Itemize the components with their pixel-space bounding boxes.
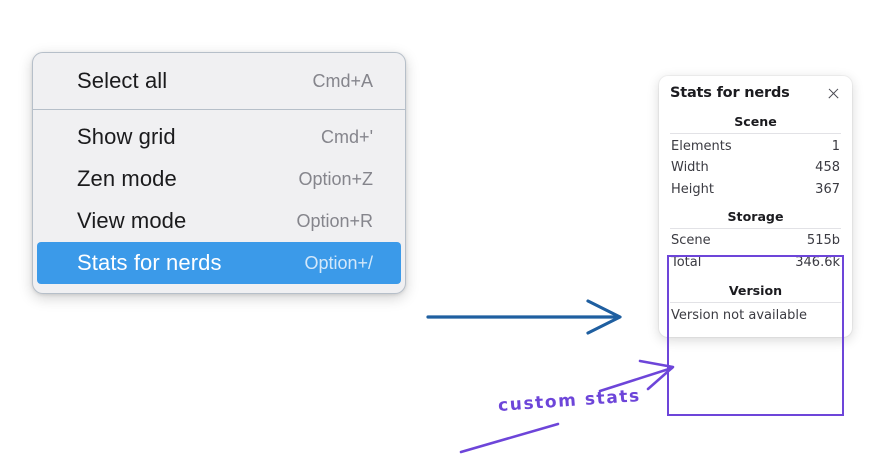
menu-item-shortcut: Cmd+': [321, 126, 373, 147]
menu-item-label: View mode: [77, 208, 187, 233]
menu-item-label: Stats for nerds: [77, 250, 222, 275]
stat-row-width: Width 458: [670, 158, 841, 180]
menu-item-shortcut: Option+Z: [298, 168, 373, 189]
context-menu[interactable]: Select all Cmd+A Show grid Cmd+' Zen mod…: [32, 52, 406, 294]
menu-item-label: Show grid: [77, 124, 176, 149]
stat-key: Elements: [671, 138, 732, 154]
menu-separator: [33, 109, 405, 110]
menu-group-1: Select all Cmd+A: [33, 60, 405, 102]
stat-key: Height: [671, 182, 714, 198]
stats-for-nerds-panel: Stats for nerds Scene Elements 1 Width 4…: [659, 76, 852, 338]
menu-item-shortcut: Cmd+A: [312, 70, 373, 91]
section-divider: [670, 133, 841, 134]
stat-key: Total: [671, 255, 702, 271]
menu-item-label: Select all: [77, 68, 168, 93]
menu-item-select-all[interactable]: Select all Cmd+A: [37, 60, 401, 102]
blue-flow-arrow: [426, 299, 622, 335]
section-title-storage: Storage: [727, 208, 784, 224]
stat-value: 515b: [806, 233, 840, 249]
section-divider: [670, 227, 841, 229]
panel-title: Stats for nerds: [670, 85, 790, 101]
stat-row-height: Height 367: [670, 180, 841, 202]
custom-stats-annotation-label: custom stats: [497, 386, 642, 416]
stat-row-storage-scene: Scene 515b: [670, 231, 841, 253]
stat-value: 367: [815, 182, 840, 198]
section-title-version: Version: [728, 283, 783, 299]
stat-key: Width: [671, 160, 709, 176]
menu-item-view-mode[interactable]: View mode Option+R: [37, 200, 401, 242]
section-divider: [670, 302, 841, 304]
stat-value: 1: [831, 138, 840, 154]
menu-item-shortcut: Option+/: [304, 252, 373, 273]
menu-item-zen-mode[interactable]: Zen mode Option+Z: [37, 158, 401, 200]
stat-version-value: Version not available: [671, 308, 808, 324]
menu-item-show-grid[interactable]: Show grid Cmd+': [37, 116, 401, 158]
stat-value: 346.6k: [795, 255, 840, 271]
close-icon[interactable]: [826, 86, 841, 101]
stat-row-storage-total: Total 346.6k: [670, 253, 841, 275]
menu-item-label: Zen mode: [77, 166, 177, 191]
stat-row-elements: Elements 1: [670, 136, 841, 158]
section-title-scene: Scene: [734, 114, 777, 129]
stat-key: Scene: [671, 233, 711, 249]
stat-value: 458: [815, 160, 840, 176]
panel-header: Stats for nerds: [670, 85, 841, 101]
menu-item-shortcut: Option+R: [296, 210, 373, 231]
purple-underline-stroke: [459, 422, 560, 454]
menu-item-stats-for-nerds[interactable]: Stats for nerds Option+/: [37, 242, 401, 284]
menu-group-2: Show grid Cmd+' Zen mode Option+Z View m…: [33, 116, 405, 284]
